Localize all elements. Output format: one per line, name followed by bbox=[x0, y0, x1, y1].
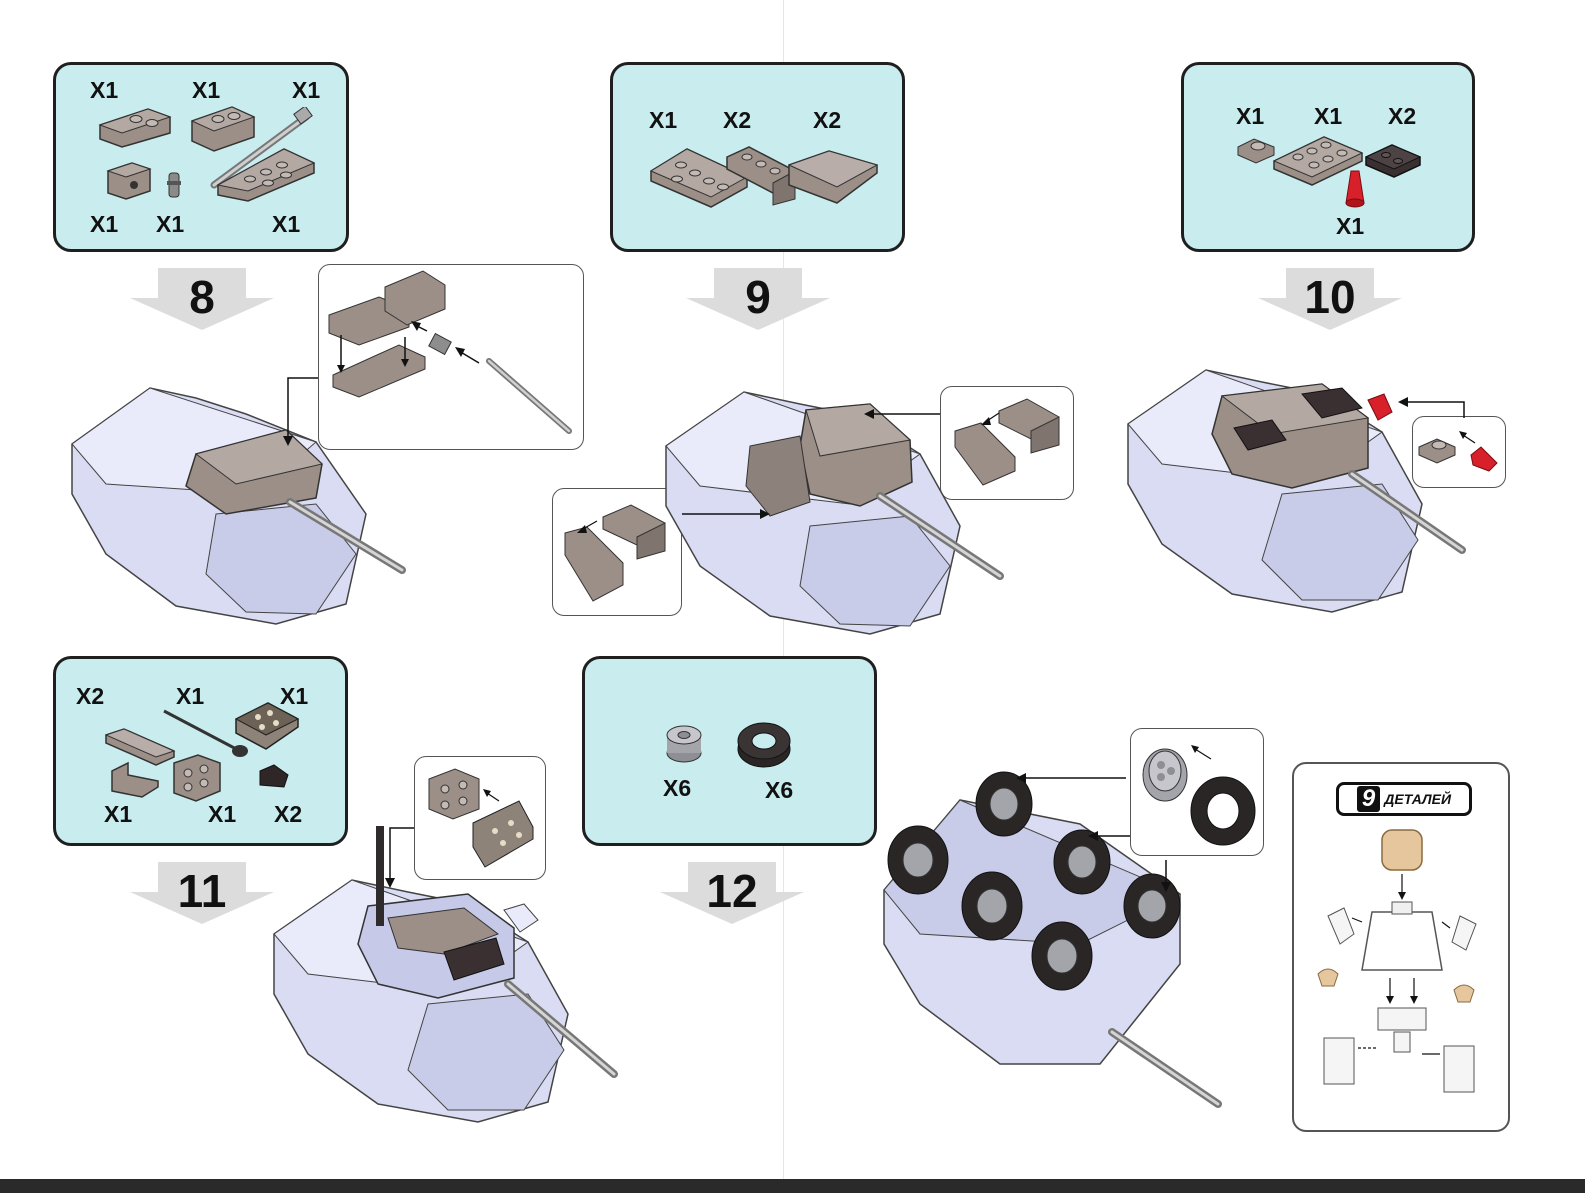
parts-count-text: ДЕТАЛЕЙ bbox=[1384, 791, 1452, 807]
page-bottom-edge bbox=[0, 1179, 1585, 1193]
down-arrow-icon bbox=[130, 862, 274, 924]
qty-label: X1 bbox=[90, 77, 119, 103]
step-number-label: 8 bbox=[189, 271, 215, 323]
detail-inset-step-9-left bbox=[552, 488, 682, 616]
minifigure-panel: 9 ДЕТАЛЕЙ bbox=[1292, 762, 1510, 1132]
gun-barrel-rod-icon bbox=[210, 107, 313, 189]
detail-inset-step-11 bbox=[414, 756, 546, 880]
tank-model-step-8 bbox=[71, 377, 406, 625]
bracket-slope-diagram bbox=[954, 398, 1060, 486]
vehicle-underside-model-step-12 bbox=[883, 771, 1222, 1108]
parts-box-step-11: X2 X1 X1 X1 X1 X2 bbox=[53, 656, 348, 846]
bracket-plate-icon bbox=[173, 754, 221, 802]
qty-label: X1 bbox=[208, 801, 237, 827]
parts-box-step-10: X1 X1 X2 X1 bbox=[1181, 62, 1475, 252]
dark-plate-icon bbox=[1364, 144, 1422, 178]
minifigure-diagram bbox=[1317, 829, 1477, 1093]
down-arrow-icon bbox=[130, 268, 274, 330]
step-number-label: 9 bbox=[745, 271, 771, 323]
step-number-label: 11 bbox=[177, 865, 227, 917]
round-plate-icon bbox=[1237, 138, 1275, 164]
qty-label: X1 bbox=[272, 211, 301, 237]
red-cone-icon bbox=[1345, 170, 1365, 208]
dark-slope-icon bbox=[259, 764, 289, 788]
detail-inset-step-10 bbox=[1412, 416, 1506, 488]
slope-tile-icon bbox=[787, 150, 879, 204]
qty-label: X1 bbox=[176, 683, 205, 709]
down-arrow-icon bbox=[660, 862, 804, 924]
qty-label: X1 bbox=[156, 211, 185, 237]
bracket-icon bbox=[111, 761, 159, 798]
wedge-plate-large-icon bbox=[216, 148, 316, 202]
bracket-slope-diagram bbox=[564, 504, 666, 602]
pin-icon bbox=[167, 172, 181, 198]
detail-inset-step-9-right bbox=[940, 386, 1074, 500]
qty-label: X1 bbox=[649, 107, 678, 133]
qty-label: X1 bbox=[192, 77, 221, 103]
parts-box-step-8: X1 X1 X1 X1 X1 X1 bbox=[53, 62, 349, 252]
subassembly-diagram bbox=[328, 270, 572, 434]
step-number-label: 10 bbox=[1304, 271, 1356, 323]
qty-label: X2 bbox=[274, 801, 303, 827]
step-number-10: 10 bbox=[1256, 268, 1404, 330]
step-number-9: 9 bbox=[684, 268, 832, 330]
tile-icon bbox=[104, 728, 176, 766]
qty-label: X1 bbox=[1236, 103, 1265, 129]
plate-2x4-icon bbox=[1272, 136, 1364, 186]
qty-label: X1 bbox=[1336, 213, 1365, 239]
step-number-label: 12 bbox=[706, 865, 758, 917]
tank-model-step-9 bbox=[665, 391, 1004, 635]
parts-count-badge: 9 ДЕТАЛЕЙ bbox=[1336, 782, 1472, 816]
qty-label: X1 bbox=[280, 683, 309, 709]
tire-icon bbox=[737, 722, 791, 768]
qty-label: X1 bbox=[104, 801, 133, 827]
detail-inset-step-12 bbox=[1130, 728, 1264, 856]
step-number-11: 11 bbox=[128, 862, 276, 924]
step-number-8: 8 bbox=[128, 268, 276, 330]
parts-box-step-12: X6 X6 bbox=[582, 656, 877, 846]
qty-label: X2 bbox=[723, 107, 752, 133]
qty-label: X6 bbox=[765, 777, 794, 803]
qty-label: X6 bbox=[663, 775, 692, 801]
technic-brick-icon bbox=[106, 162, 152, 200]
down-arrow-icon bbox=[1258, 268, 1402, 330]
parts-count-number: 9 bbox=[1356, 786, 1381, 812]
qty-label: X2 bbox=[1388, 103, 1417, 129]
round-plate-cone-diagram bbox=[1418, 431, 1498, 472]
wheel-hub-icon bbox=[666, 725, 702, 763]
parts-box-step-9: X1 X2 X2 bbox=[610, 62, 905, 252]
antenna-icon bbox=[163, 709, 248, 757]
wedge-plate-icon bbox=[649, 148, 749, 208]
qty-label: X1 bbox=[90, 211, 119, 237]
qty-label: X1 bbox=[292, 77, 321, 103]
wedge-plate-icon bbox=[98, 108, 172, 148]
step-number-12: 12 bbox=[658, 862, 806, 924]
qty-label: X1 bbox=[1314, 103, 1343, 129]
tank-model-step-11 bbox=[273, 826, 618, 1123]
bracket-printed-plate-diagram bbox=[428, 768, 534, 868]
detail-inset-step-8 bbox=[318, 264, 584, 450]
tank-model-step-10 bbox=[1127, 369, 1466, 613]
qty-label: X2 bbox=[76, 683, 105, 709]
down-arrow-icon bbox=[686, 268, 830, 330]
wedge-brick-icon bbox=[190, 106, 256, 152]
printed-plate-icon bbox=[234, 702, 300, 750]
wheel-assembly-diagram bbox=[1142, 745, 1256, 846]
qty-label: X2 bbox=[813, 107, 842, 133]
